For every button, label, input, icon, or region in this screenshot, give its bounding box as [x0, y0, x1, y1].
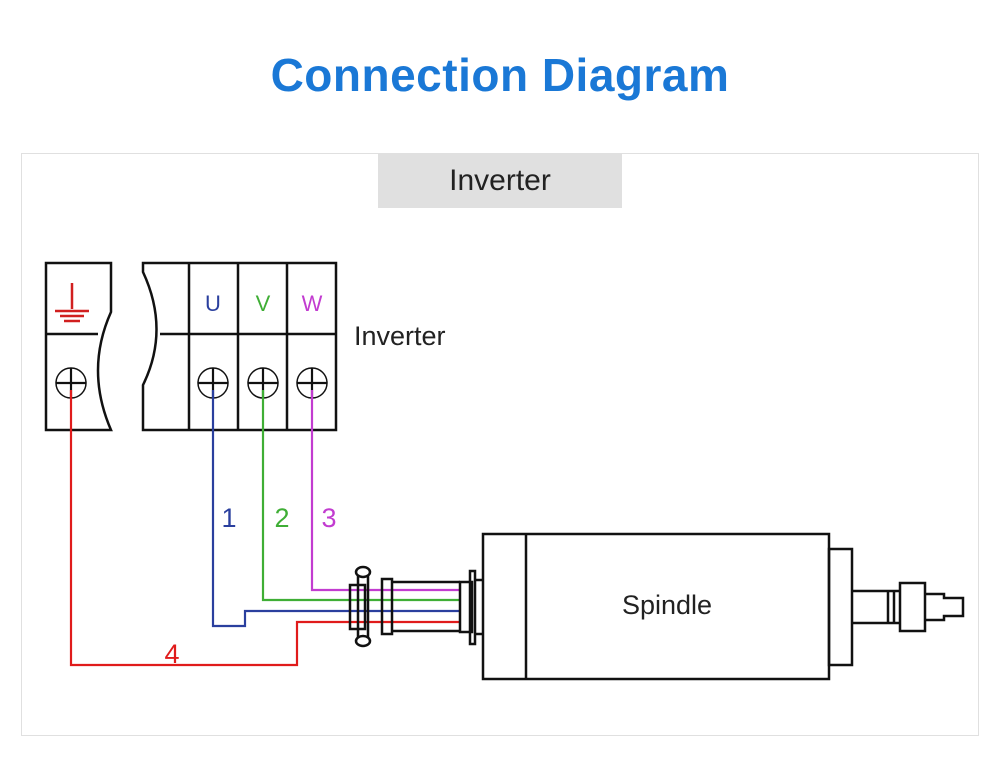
- inverter-header-label: Inverter: [449, 164, 551, 197]
- terminal-label-u: U: [205, 291, 221, 316]
- terminal-label-v: V: [256, 291, 271, 316]
- diagram-frame: [21, 153, 979, 736]
- spindle-body: [481, 532, 965, 681]
- spindle-label: Spindle: [622, 590, 712, 620]
- ground-terminal-block: [44, 261, 113, 432]
- wire-number-3: 3: [321, 503, 336, 533]
- inverter-header: Inverter: [378, 154, 622, 208]
- wire-3: [310, 390, 460, 592]
- wire-4: [69, 390, 460, 667]
- wire-number-2: 2: [274, 503, 289, 533]
- terminal-label-w: W: [302, 291, 323, 316]
- ground-icon: [55, 283, 89, 323]
- wire-number-4: 4: [164, 639, 179, 669]
- inverter-label: Inverter: [354, 321, 446, 351]
- wire-1: [211, 390, 460, 628]
- inverter-terminal-block: [141, 261, 338, 432]
- page-title: Connection Diagram: [270, 49, 730, 101]
- wire-2: [261, 390, 460, 602]
- wire-number-1: 1: [221, 503, 236, 533]
- cable-connector: [348, 565, 483, 648]
- w-screw-icon: [296, 367, 328, 399]
